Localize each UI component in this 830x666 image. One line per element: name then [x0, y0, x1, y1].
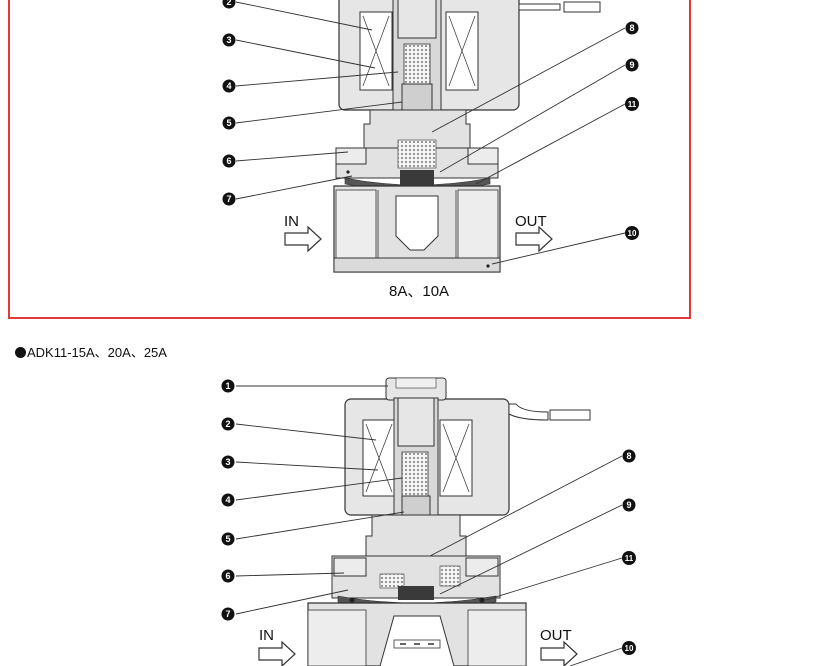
callout-marker — [622, 449, 636, 463]
inlet-label: IN — [259, 627, 274, 644]
callout-number: 4 — [226, 81, 231, 91]
callout-marker — [221, 607, 235, 621]
section-title-text: ADK11-15A、20A、25A — [27, 345, 167, 360]
callout-number: 5 — [226, 118, 231, 128]
inlet-arrow — [258, 640, 296, 666]
spring — [401, 451, 429, 497]
callout-number: 6 — [226, 156, 231, 166]
outlet-label: OUT — [540, 627, 572, 644]
callout-number: 3 — [225, 457, 230, 467]
callout-marker — [221, 569, 235, 583]
callout-marker — [222, 154, 236, 168]
callout-number: 4 — [225, 495, 230, 505]
callout-number: 11 — [625, 554, 634, 563]
callout-marker — [222, 116, 236, 130]
callout-marker — [622, 641, 636, 655]
callout-number: 7 — [226, 194, 231, 204]
fixed-core — [397, 397, 435, 447]
valve-diagram-15a-25a: IN OUT — [258, 377, 591, 666]
callout-marker — [221, 455, 235, 469]
callout-number: 9 — [626, 500, 631, 510]
leader-lines-bottom — [235, 385, 623, 666]
outlet-arrow — [515, 225, 553, 253]
bullet-icon — [15, 347, 26, 358]
callout-number: 8 — [626, 451, 631, 461]
callout-number: 2 — [226, 0, 231, 7]
callout-number: 9 — [629, 60, 634, 70]
callout-marker — [221, 493, 235, 507]
valve-diagram-8a-10a: IN OUT 8A、10A — [8, 0, 691, 319]
callout-marker — [625, 97, 639, 111]
callout-number: 10 — [625, 644, 634, 653]
inlet-arrow — [284, 225, 322, 253]
size-caption: 8A、10A — [389, 283, 449, 300]
callout-marker — [622, 551, 636, 565]
callout-marker — [221, 379, 235, 393]
section-title: ADK11-15A、20A、25A — [15, 342, 167, 361]
callout-marker — [222, 33, 236, 47]
callout-number: 6 — [225, 571, 230, 581]
callout-number: 8 — [629, 23, 634, 33]
callout-marker — [222, 79, 236, 93]
callout-marker — [622, 498, 636, 512]
callout-marker — [625, 21, 639, 35]
spring — [403, 43, 431, 85]
callout-marker — [222, 192, 236, 206]
callout-number: 7 — [225, 609, 230, 619]
callout-number: 2 — [225, 419, 230, 429]
bonnet — [365, 514, 467, 557]
highlight-frame — [8, 0, 691, 319]
inlet-label: IN — [284, 213, 299, 230]
callout-number: 11 — [628, 100, 637, 109]
callout-number: 10 — [628, 229, 637, 238]
callouts-bottom: 1 2 3 4 5 6 7 8 9 11 10 — [221, 379, 636, 655]
callouts-top: 2 3 4 5 6 7 8 9 11 10 — [222, 0, 639, 240]
callout-number: 5 — [225, 534, 230, 544]
leader-lines-top — [235, 1, 626, 265]
outlet-arrow — [540, 640, 578, 666]
outlet-label: OUT — [515, 213, 547, 230]
callout-marker — [625, 226, 639, 240]
fixed-core — [397, 0, 437, 39]
callout-marker — [221, 417, 235, 431]
callout-marker — [222, 0, 236, 9]
callout-number: 3 — [226, 35, 231, 45]
callout-number: 1 — [225, 381, 230, 391]
callout-marker — [625, 58, 639, 72]
callout-marker — [221, 532, 235, 546]
